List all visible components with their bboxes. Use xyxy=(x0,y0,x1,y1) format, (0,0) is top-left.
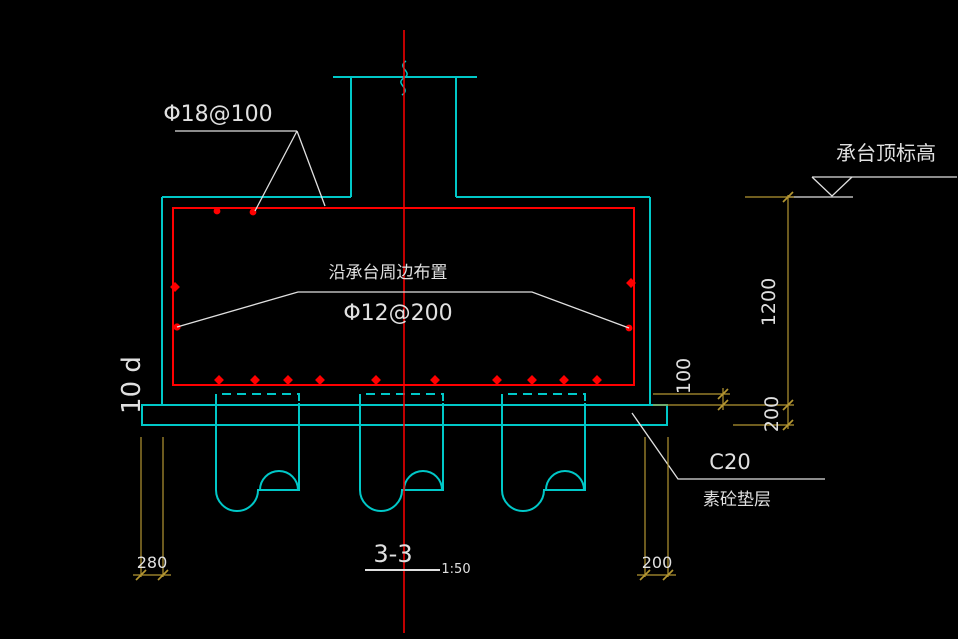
top-rebar-callout: Φ18@100 xyxy=(163,102,326,212)
dim-left-overhang: 280 xyxy=(137,553,168,572)
perimeter-note-label: 沿承台周边布置 xyxy=(329,263,448,283)
bottom-right-dimension: 200 xyxy=(637,437,676,581)
section-title: 3-3 xyxy=(373,540,412,568)
bedding-name-label: 素砼垫层 xyxy=(703,490,771,510)
pile-cap-outline xyxy=(161,196,651,405)
elevation-triangle-icon xyxy=(811,176,853,197)
dim-pile-embedment: 100 xyxy=(673,358,695,394)
elevation-label: 承台顶标高 xyxy=(836,141,936,165)
rebar-section-dots xyxy=(170,207,636,385)
perimeter-rebar-label: Φ12@200 xyxy=(343,301,452,326)
elevation-mark: 承台顶标高 xyxy=(788,141,957,198)
section-scale: 1:50 xyxy=(441,562,470,577)
bedding-grade-label: C20 xyxy=(709,450,750,474)
perimeter-rebar-callout: 沿承台周边布置 Φ12@200 xyxy=(176,263,630,329)
column-stub-outline xyxy=(333,60,477,197)
pile-1-outline xyxy=(215,393,300,512)
right-dimension-chain: 1200 100 200 xyxy=(653,191,794,432)
section-title-block: 3-3 1:50 xyxy=(365,540,471,577)
bottom-left-dimension: 280 xyxy=(133,437,171,581)
dim-cap-height: 1200 xyxy=(758,278,780,326)
pile-3-outline xyxy=(501,393,586,512)
rebar-cage-outline xyxy=(172,207,635,386)
hook-length-label: 10 d xyxy=(117,356,147,414)
bedding-callout: C20 素砼垫层 xyxy=(631,412,825,510)
dim-right-overhang: 200 xyxy=(642,553,673,572)
dim-bedding-thickness: 200 xyxy=(761,396,783,432)
top-rebar-label: Φ18@100 xyxy=(163,102,272,127)
pile-2-outline xyxy=(359,393,444,512)
